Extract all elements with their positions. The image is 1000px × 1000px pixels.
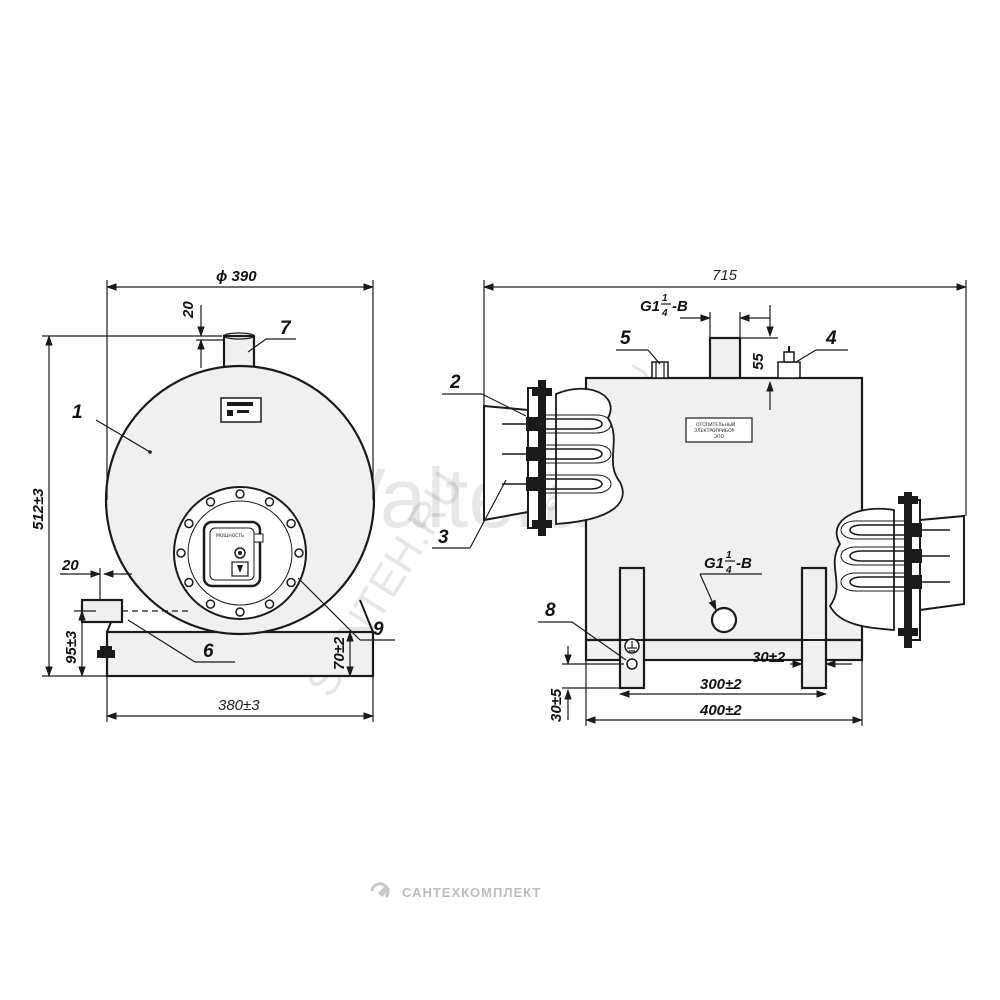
dim-side-length: 715 bbox=[712, 267, 738, 284]
left-terminal-box bbox=[483, 404, 529, 522]
flange-nut-icon bbox=[898, 628, 918, 636]
flange-bolt-icon bbox=[184, 518, 194, 529]
flange-bolt-icon bbox=[286, 577, 296, 588]
heater-rod bbox=[849, 576, 904, 588]
heater-rod-outline bbox=[546, 444, 612, 464]
flange-nut-icon bbox=[532, 520, 552, 528]
callout-4: 4 bbox=[825, 328, 837, 349]
heater-rod bbox=[546, 418, 603, 430]
callout-8: 8 bbox=[545, 600, 556, 621]
thread-label-top: G1 1 4 -B bbox=[640, 293, 688, 319]
flange-bolt-icon bbox=[205, 497, 216, 507]
dim-front-height: 512±3 bbox=[30, 488, 47, 530]
svg-text:4: 4 bbox=[725, 565, 732, 576]
flange-nut-icon bbox=[532, 388, 552, 396]
flange-bolt-icon bbox=[184, 577, 194, 588]
side-view: ОТОПИТЕЛЬНЫЙ ЭЛЕКТРОПРИБОР ЭПО bbox=[432, 267, 968, 726]
heater-rod-outline bbox=[840, 520, 904, 540]
dim-front-base-height: 70±2 bbox=[331, 636, 348, 670]
dim-side-top-pipe-height: 55 bbox=[750, 353, 767, 370]
dim-side-feet-spacing: 300±2 bbox=[700, 676, 742, 693]
svg-text:-B: -B bbox=[672, 298, 688, 315]
callout-7: 7 bbox=[280, 318, 292, 339]
ground-symbol-icon bbox=[624, 638, 640, 670]
flange-bolt-icon bbox=[235, 489, 245, 499]
flange-bolt-icon bbox=[294, 548, 304, 558]
right-heater-rods bbox=[840, 520, 904, 592]
dim-side-foot-width: 30±2 bbox=[752, 649, 786, 666]
flange-bolt-icon bbox=[205, 599, 216, 609]
side-left-cutout bbox=[555, 387, 624, 525]
heater-rod bbox=[849, 550, 904, 562]
heater-rod bbox=[546, 478, 603, 490]
callout-5: 5 bbox=[620, 328, 631, 349]
thread-label-bottom: G1 1 4 -B bbox=[704, 550, 752, 576]
right-terminal-nuts bbox=[898, 496, 950, 636]
dim-front-pipe-height: 95±3 bbox=[63, 630, 80, 664]
flange-bolt-icon bbox=[176, 548, 186, 558]
flange-bolt-icon bbox=[264, 497, 275, 507]
front-power-label: МОЩНОСТЬ bbox=[216, 533, 244, 539]
dim-side-ground-height: 30±5 bbox=[548, 688, 565, 722]
callout-6: 6 bbox=[203, 641, 214, 662]
fitting-4-icon bbox=[777, 346, 801, 379]
terminal-nut-icon bbox=[910, 523, 922, 537]
terminal-nut-icon bbox=[910, 575, 922, 589]
left-heater-rods bbox=[546, 414, 612, 494]
heater-rod bbox=[849, 524, 904, 536]
svg-text:G1: G1 bbox=[640, 298, 660, 315]
flange-bolt-icons bbox=[176, 489, 304, 617]
flange-bolt-icon bbox=[235, 607, 245, 617]
terminal-nut-icon bbox=[526, 477, 538, 491]
dim-front-pipe-top: 20 bbox=[180, 301, 197, 319]
flange-bolt-icon bbox=[286, 518, 296, 529]
svg-text:4: 4 bbox=[661, 308, 668, 319]
terminal-nut-icon bbox=[910, 549, 922, 563]
side-right-cutout bbox=[828, 507, 895, 631]
front-view: МОЩНОСТЬ ϕ 390 512±3 20 20 bbox=[30, 268, 395, 722]
svg-text:1: 1 bbox=[726, 550, 732, 561]
footer-watermark: САНТЕХКОМПЛЕКТ bbox=[402, 885, 541, 900]
heater-rod-outline bbox=[840, 546, 904, 566]
side-right-foot bbox=[800, 566, 828, 690]
fitting-5-icon bbox=[651, 361, 669, 379]
heater-rod-outline bbox=[546, 474, 612, 494]
svg-text:-B: -B bbox=[736, 555, 752, 572]
side-bottom-outlet bbox=[710, 606, 738, 634]
dim-front-diameter: ϕ 390 bbox=[216, 268, 257, 285]
svg-text:1: 1 bbox=[662, 293, 668, 304]
callout-2: 2 bbox=[449, 372, 461, 393]
svg-text:G1: G1 bbox=[704, 555, 724, 572]
left-terminal-nuts bbox=[502, 388, 552, 528]
heater-rod bbox=[546, 448, 603, 460]
flange-nut-icon bbox=[898, 496, 918, 504]
side-nameplate-line2: ЭЛЕКТРОПРИБОР bbox=[694, 428, 735, 434]
terminal-nut-icon bbox=[526, 447, 538, 461]
flange-bolt-icon bbox=[264, 599, 275, 609]
side-top-pipe bbox=[708, 336, 742, 380]
front-ground-bolt-icon bbox=[97, 646, 115, 658]
side-nameplate bbox=[685, 417, 753, 443]
dim-front-width: 380±3 bbox=[218, 697, 260, 714]
heater-rod-outline bbox=[546, 414, 612, 434]
dim-side-base-length: 400±2 bbox=[699, 702, 742, 719]
callout-1: 1 bbox=[72, 402, 83, 423]
terminal-nut-icon bbox=[526, 417, 538, 431]
callout-3: 3 bbox=[438, 527, 449, 548]
side-left-foot bbox=[618, 566, 646, 690]
dim-front-pipe-side: 20 bbox=[61, 557, 79, 574]
side-nameplate-line3: ЭПО bbox=[714, 434, 725, 440]
callout-9: 9 bbox=[373, 619, 384, 640]
side-nameplate-line1: ОТОПИТЕЛЬНЫЙ bbox=[696, 421, 735, 428]
heater-rod-outline bbox=[840, 572, 904, 592]
footer-logo-icon bbox=[370, 882, 390, 898]
